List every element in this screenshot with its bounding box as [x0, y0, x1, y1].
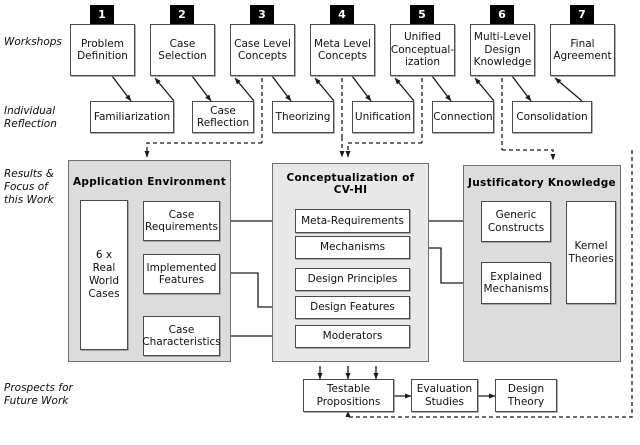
workshop-tag-6: 6	[490, 5, 514, 24]
reflection-box-unification[interactable]: Unification	[352, 101, 414, 133]
panel-title-justificatory-knowledge: Justificatory Knowledge	[468, 177, 616, 189]
reflection-box-connection[interactable]: Connection	[432, 101, 494, 133]
workshop-tag-5: 5	[410, 5, 434, 24]
workshop-tag-7: 7	[570, 5, 594, 24]
workshop-tag-3: 3	[250, 5, 274, 24]
row-label-prospects: Prospects for Future Work	[4, 382, 73, 407]
box-design-features[interactable]: Design Features	[295, 296, 410, 319]
box-case-characteristics[interactable]: Case Characteristics	[142, 316, 221, 356]
reflection-box-theorizing[interactable]: Theorizing	[272, 101, 334, 133]
box-moderators[interactable]: Moderators	[295, 325, 410, 348]
box-design-theory[interactable]: Design Theory	[495, 379, 557, 412]
box-testable-propositions[interactable]: Testable Propositions	[303, 379, 394, 412]
reflection-box-consolidation[interactable]: Consolidation	[512, 101, 592, 133]
box-real-world-cases[interactable]: 6 x Real World Cases	[80, 200, 128, 350]
workshop-box-case-selection[interactable]: Case Selection	[150, 24, 215, 76]
box-mechanisms[interactable]: Mechanisms	[295, 236, 410, 259]
box-design-principles[interactable]: Design Principles	[295, 268, 410, 291]
box-generic-constructs[interactable]: Generic Constructs	[481, 201, 551, 242]
workshop-box-unified-conceptualization[interactable]: Unified Conceptual- ization	[390, 24, 455, 76]
workshop-box-final-agreement[interactable]: Final Agreement	[550, 24, 615, 76]
box-meta-requirements[interactable]: Meta-Requirements	[295, 209, 410, 233]
panel-title-conceptualization: Conceptualization of CV-HI	[286, 172, 415, 196]
workshop-tag-2: 2	[170, 5, 194, 24]
box-case-requirements[interactable]: Case Requirements	[143, 201, 220, 241]
box-implemented-features[interactable]: Implemented Features	[143, 254, 220, 294]
workshop-tag-4: 4	[330, 5, 354, 24]
workshop-tag-1: 1	[90, 5, 114, 24]
box-evaluation-studies[interactable]: Evaluation Studies	[411, 379, 478, 412]
row-label-workshops: Workshops	[4, 36, 62, 48]
workshop-box-case-level-concepts[interactable]: Case Level Concepts	[230, 24, 295, 76]
reflection-box-familiarization[interactable]: Familiarization	[90, 101, 174, 133]
row-label-results-focus: Results & Focus of this Work	[4, 168, 54, 206]
panel-title-application-environment: Application Environment	[72, 176, 227, 188]
reflection-box-case-reflection[interactable]: Case Reflection	[192, 101, 254, 133]
workshop-box-multi-level-design-knowledge[interactable]: Multi-Level Design Knowledge	[470, 24, 535, 76]
workshop-box-meta-level-concepts[interactable]: Meta Level Concepts	[310, 24, 375, 76]
workshop-box-problem-definition[interactable]: Problem Definition	[70, 24, 135, 76]
box-explained-mechanisms[interactable]: Explained Mechanisms	[481, 262, 551, 304]
row-label-individual-reflection: Individual Reflection	[4, 105, 57, 130]
box-kernel-theories[interactable]: Kernel Theories	[566, 201, 616, 304]
